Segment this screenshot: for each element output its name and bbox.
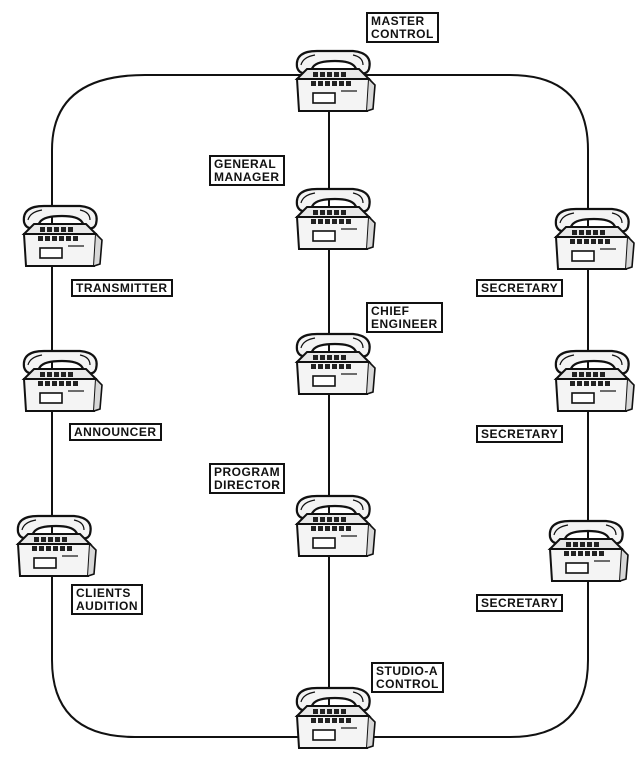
label-secretary-3-line1: SECRETARY xyxy=(481,597,558,610)
phone-transmitter xyxy=(14,200,104,272)
label-secretary-2-line1: SECRETARY xyxy=(481,428,558,441)
label-secretary-1: SECRETARY xyxy=(476,279,563,297)
label-clients-audition-line2: AUDITION xyxy=(76,600,138,613)
label-secretary-3: SECRETARY xyxy=(476,594,563,612)
phone-secretary-1 xyxy=(546,203,636,275)
phone-program-director xyxy=(287,490,377,562)
label-secretary-2: SECRETARY xyxy=(476,425,563,443)
label-studio-a-control-line2: CONTROL xyxy=(376,678,439,691)
label-master-control-line2: CONTROL xyxy=(371,28,434,41)
phone-master-control xyxy=(287,45,377,117)
phone-studio-a-control xyxy=(287,682,377,754)
phone-clients-audition xyxy=(8,510,98,582)
phone-secretary-3 xyxy=(540,515,630,587)
label-announcer: ANNOUNCER xyxy=(69,423,162,441)
label-secretary-1-line1: SECRETARY xyxy=(481,282,558,295)
label-general-manager: GENERAL MANAGER xyxy=(209,155,285,186)
label-program-director: PROGRAM DIRECTOR xyxy=(209,463,285,494)
outer-loop-line xyxy=(52,75,588,737)
label-master-control: MASTER CONTROL xyxy=(366,12,439,43)
label-transmitter: TRANSMITTER xyxy=(71,279,173,297)
label-chief-engineer: CHIEF ENGINEER xyxy=(366,302,443,333)
phone-chief-engineer xyxy=(287,328,377,400)
label-transmitter-line1: TRANSMITTER xyxy=(76,282,168,295)
label-announcer-line1: ANNOUNCER xyxy=(74,426,157,439)
phone-secretary-2 xyxy=(546,345,636,417)
label-studio-a-control: STUDIO-A CONTROL xyxy=(371,662,444,693)
label-program-director-line2: DIRECTOR xyxy=(214,479,280,492)
label-chief-engineer-line2: ENGINEER xyxy=(371,318,438,331)
phone-announcer xyxy=(14,345,104,417)
phone-general-manager xyxy=(287,183,377,255)
label-clients-audition: CLIENTS AUDITION xyxy=(71,584,143,615)
label-general-manager-line2: MANAGER xyxy=(214,171,280,184)
